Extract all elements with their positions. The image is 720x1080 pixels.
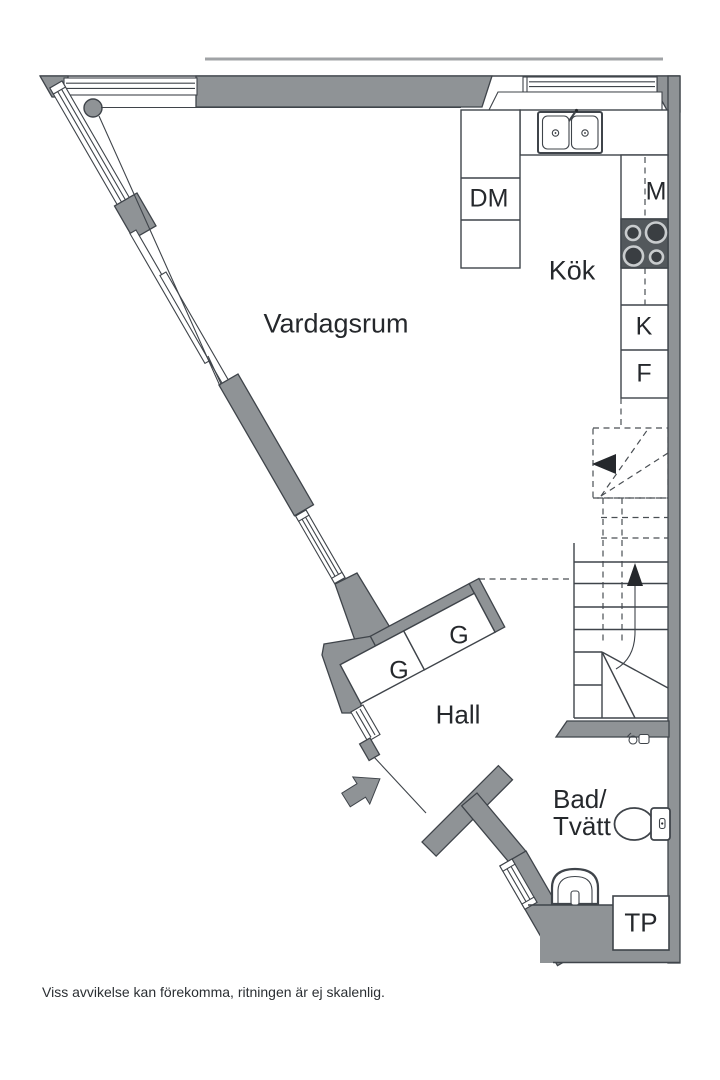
inner-diagonal-wall-line bbox=[98, 115, 221, 387]
kitchen-cabinet-column-right bbox=[620, 154, 669, 399]
label-wardrobe-2: G bbox=[449, 621, 469, 650]
window-top-left bbox=[63, 77, 198, 96]
window-kitchen bbox=[522, 76, 658, 93]
wall-below-stairs bbox=[554, 720, 670, 738]
label-fridge: K bbox=[635, 312, 653, 341]
room-label-hall: Hall bbox=[435, 699, 481, 730]
label-wardrobe-1: G bbox=[389, 656, 409, 685]
wall-segment-1 bbox=[113, 192, 157, 240]
entrance-door-line bbox=[373, 756, 427, 814]
room-label-kitchen: Kök bbox=[548, 255, 596, 286]
disclaimer-text: Viss avvikelse kan förekomma, ritningen … bbox=[42, 984, 385, 1000]
wardrobe-group bbox=[339, 577, 506, 705]
outer-wall-line-segment bbox=[207, 355, 223, 387]
window-diagonal-lower bbox=[294, 509, 346, 585]
window-hall bbox=[350, 704, 381, 743]
room-label-bathroom: Bad/ Tvätt bbox=[553, 786, 611, 840]
drying-cabinet-box bbox=[612, 895, 670, 951]
entrance-arrow-icon bbox=[341, 776, 381, 808]
wall-bottom-mass bbox=[540, 905, 616, 963]
stair-arrow-down-icon bbox=[592, 454, 616, 474]
kitchen-counter-strip bbox=[488, 91, 663, 111]
stair-arrow-up-icon bbox=[627, 563, 643, 586]
label-drying-cabinet: TP bbox=[624, 907, 658, 938]
label-microwave: M bbox=[645, 177, 667, 206]
label-dishwasher: DM bbox=[469, 184, 509, 213]
top-wall bbox=[195, 75, 493, 108]
kitchen-sink-icon bbox=[537, 108, 603, 154]
wall-bottom-right bbox=[612, 948, 669, 963]
wall-segment-2 bbox=[218, 373, 315, 517]
room-label-bathroom-line1: Bad/ bbox=[553, 784, 607, 814]
stove-icon bbox=[620, 218, 669, 269]
room-label-bathroom-line2: Tvätt bbox=[553, 811, 611, 841]
wall-hall-bath-leg bbox=[460, 792, 528, 866]
window-bathroom bbox=[499, 858, 538, 911]
kitchen-cabinet-column-left bbox=[460, 109, 521, 269]
toilet-icon bbox=[613, 807, 671, 841]
bathroom-sink-icon bbox=[550, 867, 600, 906]
wall-stub-entrance bbox=[358, 737, 381, 762]
room-label-living-room: Vardagsrum bbox=[263, 308, 409, 339]
valve-fixture-icon bbox=[626, 732, 650, 745]
stair-walk-line bbox=[615, 586, 636, 670]
column-circle bbox=[83, 98, 103, 118]
stairs bbox=[479, 398, 669, 719]
label-freezer: F bbox=[636, 359, 652, 388]
